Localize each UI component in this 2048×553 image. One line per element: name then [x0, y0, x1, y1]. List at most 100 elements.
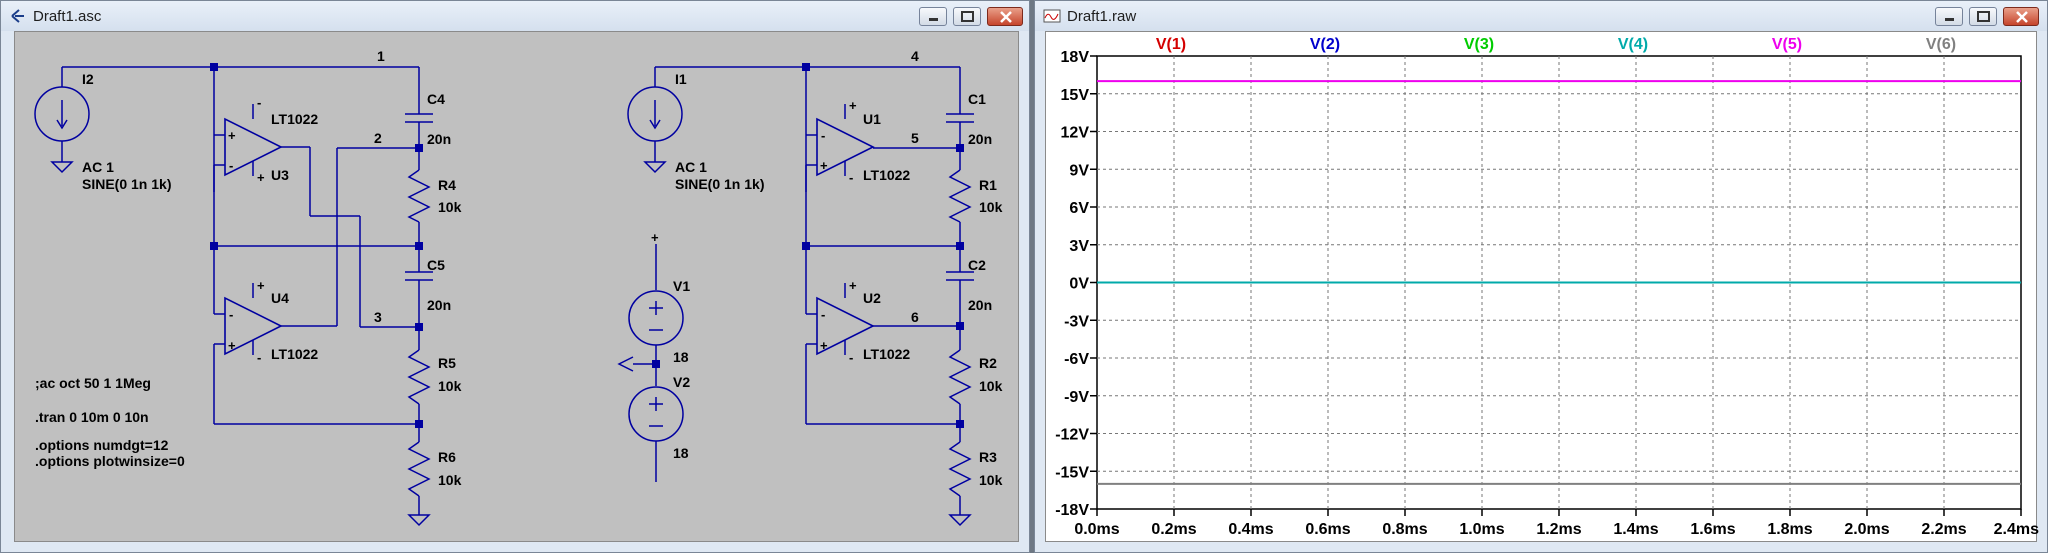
y-tick-label: 18V — [1061, 49, 1090, 66]
x-tick-label: 1.4ms — [1613, 521, 1658, 538]
current-source-i2[interactable] — [34, 86, 90, 174]
r1-value: 10k — [979, 199, 1003, 215]
current-source-i1[interactable] — [627, 86, 683, 174]
x-tick-label: 1.2ms — [1536, 521, 1581, 538]
v1-positive-label: + — [651, 230, 659, 245]
i1-ac-label: AC 1 — [675, 159, 707, 175]
r3-value: 10k — [979, 472, 1003, 488]
u1-inv-pin-label: - — [821, 128, 825, 143]
net-2-label: 2 — [374, 130, 382, 146]
u4-model-label: LT1022 — [271, 346, 318, 362]
voltage-source-v2[interactable] — [628, 386, 684, 442]
resistor-r2[interactable] — [948, 349, 972, 405]
minimize-icon — [929, 18, 938, 21]
schematic-canvas[interactable]: + - - + - + - + - + + - + - + - + I2 — [14, 31, 1019, 542]
waveform-titlebar[interactable]: Draft1.raw — [1035, 1, 2047, 31]
legend-v1[interactable]: V(1) — [1156, 36, 1186, 53]
junction-dots — [210, 63, 964, 428]
r4-value: 10k — [438, 199, 462, 215]
v2-label: V2 — [673, 374, 690, 390]
c4-value: 20n — [427, 131, 451, 147]
options-numdgt-directive[interactable]: .options numdgt=12 — [35, 437, 169, 453]
y-tick-label: -9V — [1064, 389, 1089, 406]
voltage-source-v1[interactable] — [628, 290, 684, 346]
capacitor-c4[interactable] — [405, 113, 433, 123]
u3-inv-pin-label: - — [229, 158, 233, 173]
u3-supply-pos-label: + — [257, 170, 265, 185]
r2-label: R2 — [979, 355, 997, 371]
r5-label: R5 — [438, 355, 456, 371]
u4-noninv-pin-label: + — [228, 338, 236, 353]
trace-legend[interactable]: V(1) V(2) V(3) V(4) V(5) V(6) — [1156, 36, 1956, 53]
u3-supply-neg-label: - — [257, 95, 261, 110]
ac-directive[interactable]: ;ac oct 50 1 1Meg — [35, 375, 151, 391]
net-5-label: 5 — [911, 130, 919, 146]
capacitor-c1[interactable] — [946, 113, 974, 123]
u2-model-label: LT1022 — [863, 346, 910, 362]
waveform-close-button[interactable] — [2003, 7, 2039, 26]
y-tick-label: -18V — [1055, 502, 1089, 519]
schematic-window: Draft1.asc — [0, 0, 1030, 553]
r4-label: R4 — [438, 177, 456, 193]
x-tick-label: 1.8ms — [1767, 521, 1812, 538]
y-tick-label: 15V — [1061, 87, 1090, 104]
x-tick-label: 2.4ms — [1994, 521, 2039, 538]
plot-traces — [1097, 80, 2021, 485]
u4-label: U4 — [271, 290, 289, 306]
x-tick-label: 0.4ms — [1228, 521, 1273, 538]
c5-label: C5 — [427, 257, 445, 273]
maximize-button[interactable] — [953, 7, 981, 26]
u1-label: U1 — [863, 111, 881, 127]
r2-value: 10k — [979, 378, 1003, 394]
c4-label: C4 — [427, 91, 445, 107]
capacitor-c5[interactable] — [405, 271, 433, 281]
y-tick-label: 9V — [1069, 162, 1089, 179]
resistor-r6[interactable] — [407, 441, 431, 497]
v1-label: V1 — [673, 278, 690, 294]
minimize-button[interactable] — [919, 7, 947, 26]
u4-supply-pos-label: + — [257, 278, 265, 293]
i1-sine-label: SINE(0 1n 1k) — [675, 176, 764, 192]
c5-value: 20n — [427, 297, 451, 313]
x-tick-label: 2.2ms — [1921, 521, 1966, 538]
y-tick-label: 3V — [1069, 238, 1089, 255]
resistor-r5[interactable] — [407, 349, 431, 405]
r1-label: R1 — [979, 177, 997, 193]
options-plotwinsize-directive[interactable]: .options plotwinsize=0 — [35, 453, 185, 469]
legend-v6[interactable]: V(6) — [1926, 36, 1956, 53]
y-tick-label: -3V — [1064, 313, 1089, 330]
u2-noninv-pin-label: + — [820, 338, 828, 353]
waveform-icon — [1043, 9, 1061, 23]
resistor-r1[interactable] — [948, 169, 972, 223]
tran-directive[interactable]: .tran 0 10m 0 10n — [35, 409, 149, 425]
net-6-label: 6 — [911, 309, 919, 325]
i2-sine-label: SINE(0 1n 1k) — [82, 176, 171, 192]
resistor-r3[interactable] — [948, 441, 972, 497]
x-tick-label: 0.2ms — [1151, 521, 1196, 538]
maximize-icon — [961, 11, 974, 22]
capacitor-c2[interactable] — [946, 271, 974, 281]
net-1-label: 1 — [377, 48, 385, 64]
schematic-titlebar[interactable]: Draft1.asc — [1, 1, 1029, 31]
schematic-window-title: Draft1.asc — [33, 8, 102, 25]
resistor-r4[interactable] — [407, 169, 431, 223]
r5-value: 10k — [438, 378, 462, 394]
waveform-maximize-button[interactable] — [1969, 7, 1997, 26]
legend-v3[interactable]: V(3) — [1464, 36, 1494, 53]
waveform-minimize-button[interactable] — [1935, 7, 1963, 26]
close-button[interactable] — [987, 7, 1023, 26]
y-tick-label: 0V — [1069, 276, 1089, 293]
u2-label: U2 — [863, 290, 881, 306]
u1-noninv-pin-label: + — [820, 158, 828, 173]
legend-v2[interactable]: V(2) — [1310, 36, 1340, 53]
legend-v5[interactable]: V(5) — [1772, 36, 1802, 53]
legend-v4[interactable]: V(4) — [1618, 36, 1648, 53]
x-tick-label: 1.0ms — [1459, 521, 1504, 538]
schematic-drawing[interactable]: + - - + - + - + - + + - + - + - + I2 — [15, 32, 1020, 543]
u3-noninv-pin-label: + — [228, 128, 236, 143]
u2-inv-pin-label: - — [821, 307, 825, 322]
